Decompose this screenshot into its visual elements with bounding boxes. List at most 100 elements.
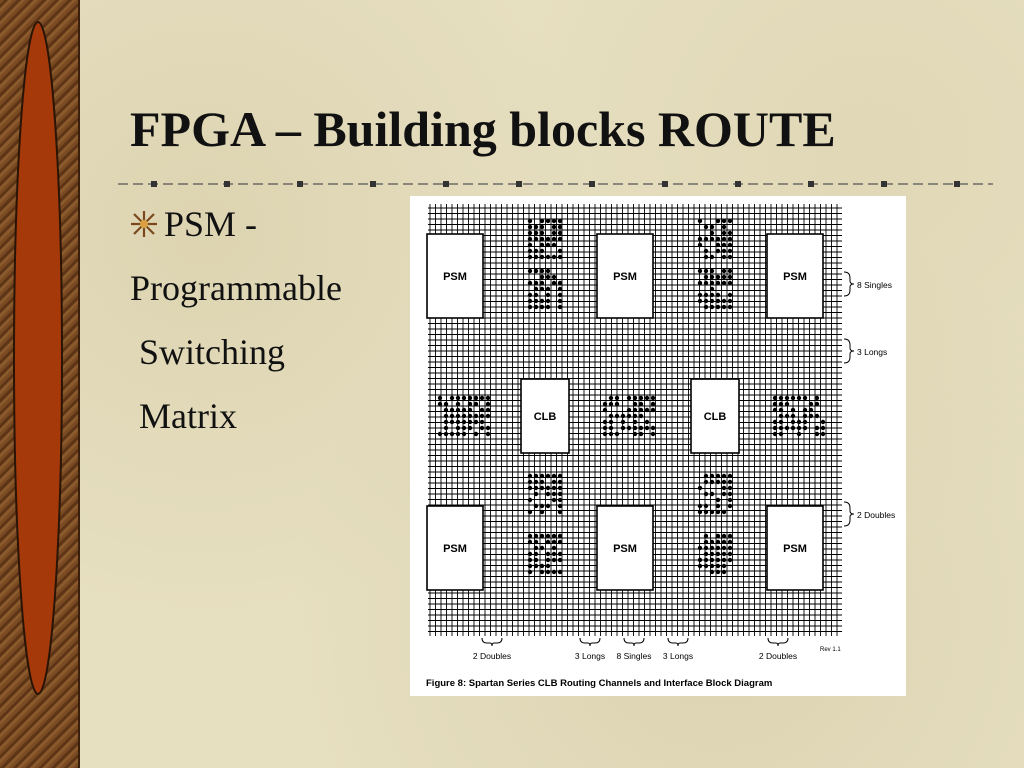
switch-point bbox=[727, 473, 733, 479]
revision-label: Rev 1.1 bbox=[820, 647, 841, 653]
switch-point bbox=[790, 407, 796, 413]
bullet-list: PSM - Programmable Switching Matrix bbox=[130, 192, 342, 448]
switch-point bbox=[721, 473, 727, 479]
switch-point bbox=[620, 425, 626, 431]
switch-point bbox=[539, 563, 545, 569]
switch-point bbox=[638, 431, 644, 437]
switch-point bbox=[527, 236, 533, 242]
switch-point bbox=[644, 395, 650, 401]
switch-point bbox=[539, 236, 545, 242]
switch-point bbox=[703, 224, 709, 230]
switch-point bbox=[545, 533, 551, 539]
switch-point bbox=[650, 431, 656, 437]
switch-point bbox=[539, 286, 545, 292]
switch-point bbox=[533, 533, 539, 539]
switch-point bbox=[533, 491, 539, 497]
figure-caption: Figure 8: Spartan Series CLB Routing Cha… bbox=[426, 678, 772, 689]
switch-point bbox=[727, 557, 733, 563]
switch-point bbox=[557, 557, 563, 563]
switch-point bbox=[772, 431, 778, 437]
switch-point bbox=[527, 485, 533, 491]
switch-point bbox=[533, 479, 539, 485]
switch-point bbox=[650, 395, 656, 401]
switch-point bbox=[473, 431, 479, 437]
switch-point bbox=[727, 545, 733, 551]
psm-block bbox=[426, 233, 484, 319]
switch-point bbox=[539, 503, 545, 509]
switch-point bbox=[808, 413, 814, 419]
switch-point bbox=[527, 533, 533, 539]
switch-point bbox=[551, 242, 557, 248]
switch-point bbox=[545, 274, 551, 280]
switch-point bbox=[727, 236, 733, 242]
switch-point bbox=[533, 563, 539, 569]
switch-point bbox=[715, 292, 721, 298]
switch-point bbox=[479, 407, 485, 413]
switch-point bbox=[709, 509, 715, 515]
switch-point bbox=[721, 274, 727, 280]
switch-point bbox=[703, 563, 709, 569]
switch-point bbox=[608, 401, 614, 407]
switch-point bbox=[551, 280, 557, 286]
switch-point bbox=[551, 491, 557, 497]
switch-point bbox=[709, 224, 715, 230]
switch-point bbox=[455, 401, 461, 407]
switch-point bbox=[709, 539, 715, 545]
switch-point bbox=[437, 395, 443, 401]
switch-point bbox=[551, 485, 557, 491]
switch-point bbox=[697, 242, 703, 248]
switch-point bbox=[545, 473, 551, 479]
switch-point bbox=[467, 395, 473, 401]
switch-point bbox=[467, 425, 473, 431]
switch-point bbox=[703, 292, 709, 298]
switch-point bbox=[533, 545, 539, 551]
switch-point bbox=[557, 551, 563, 557]
switch-point bbox=[727, 242, 733, 248]
bottom-annotation: 3 Longs bbox=[575, 651, 605, 661]
switch-point bbox=[557, 304, 563, 310]
switch-point bbox=[527, 254, 533, 260]
switch-point bbox=[721, 545, 727, 551]
brace bbox=[667, 637, 689, 647]
switch-point bbox=[721, 280, 727, 286]
switch-point bbox=[461, 425, 467, 431]
switch-point bbox=[551, 218, 557, 224]
switch-point bbox=[437, 401, 443, 407]
switch-point bbox=[533, 503, 539, 509]
switch-point bbox=[703, 479, 709, 485]
switch-point bbox=[715, 479, 721, 485]
switch-point bbox=[461, 431, 467, 437]
switch-point bbox=[602, 425, 608, 431]
switch-point bbox=[557, 280, 563, 286]
psm-label: PSM bbox=[783, 271, 807, 283]
switch-point bbox=[455, 413, 461, 419]
switch-point bbox=[533, 539, 539, 545]
switch-point bbox=[790, 413, 796, 419]
switch-point bbox=[715, 557, 721, 563]
switch-point bbox=[485, 401, 491, 407]
switch-point bbox=[721, 479, 727, 485]
bottom-annotation: 2 Doubles bbox=[473, 651, 511, 661]
switch-point bbox=[545, 569, 551, 575]
switch-point bbox=[539, 224, 545, 230]
switch-point bbox=[551, 551, 557, 557]
psm-block bbox=[596, 233, 654, 319]
psm-label: PSM bbox=[613, 543, 637, 555]
switch-point bbox=[778, 413, 784, 419]
switch-point bbox=[727, 539, 733, 545]
switch-point bbox=[703, 491, 709, 497]
switch-point bbox=[485, 395, 491, 401]
switch-point bbox=[461, 419, 467, 425]
switch-point bbox=[614, 395, 620, 401]
switch-point bbox=[715, 218, 721, 224]
switch-point bbox=[533, 485, 539, 491]
switch-point bbox=[545, 563, 551, 569]
switch-point bbox=[545, 218, 551, 224]
switch-point bbox=[632, 395, 638, 401]
switch-point bbox=[626, 413, 632, 419]
switch-point bbox=[545, 503, 551, 509]
switch-point bbox=[533, 473, 539, 479]
switch-point bbox=[709, 545, 715, 551]
title-divider bbox=[118, 181, 993, 187]
switch-point bbox=[790, 419, 796, 425]
